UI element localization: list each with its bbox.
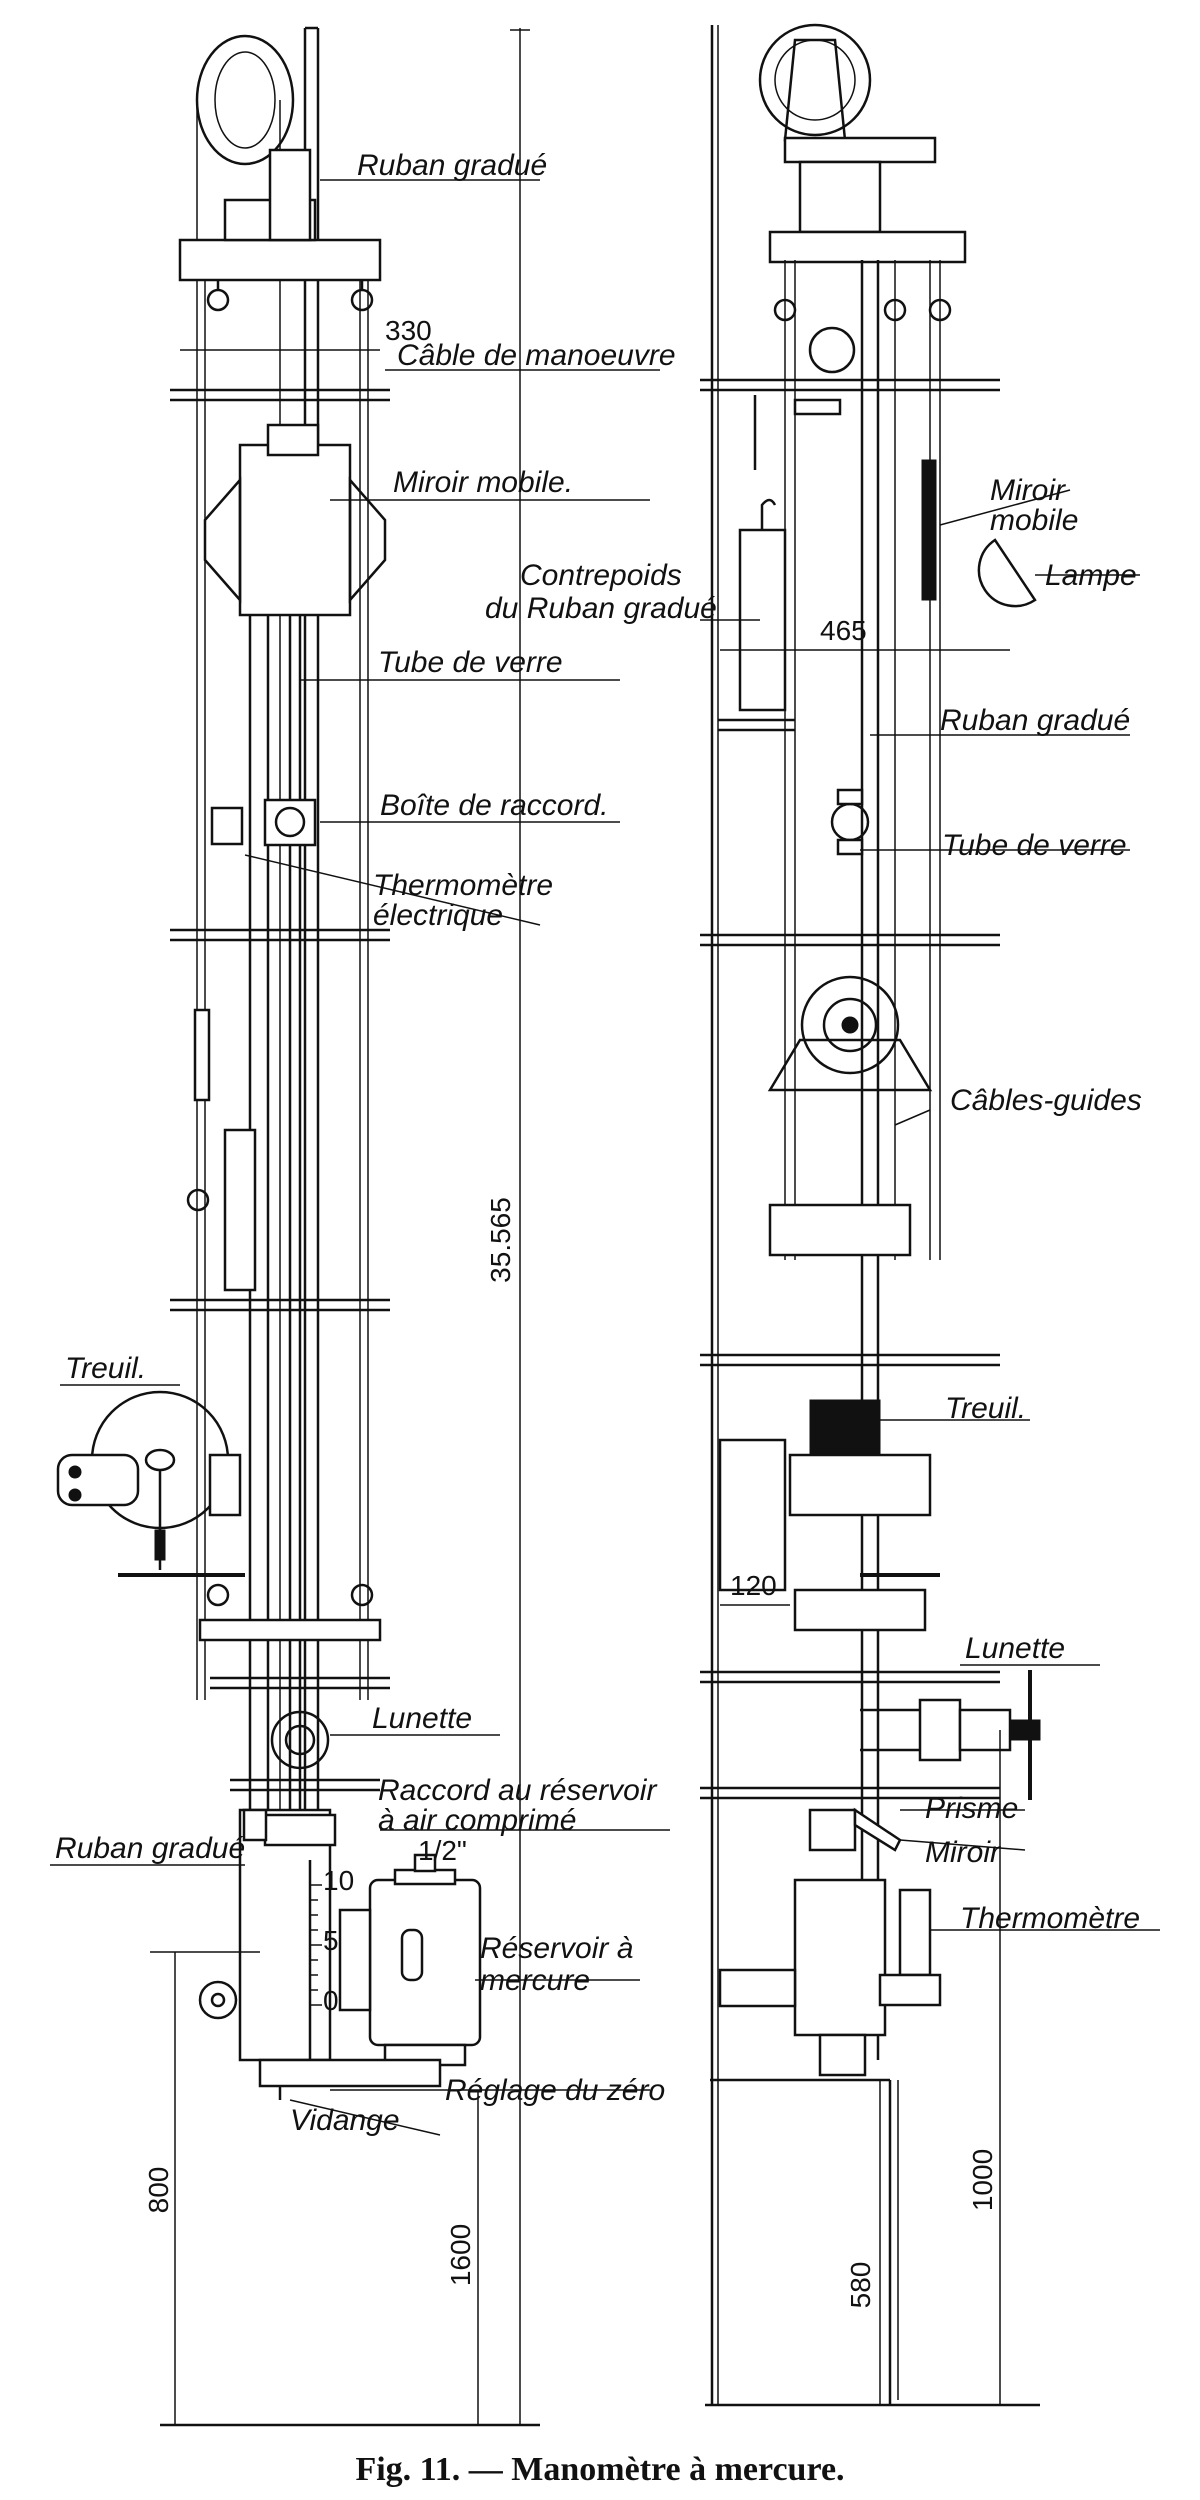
left-elevation-view: 10 5 0 35.565 330 800 1600 xyxy=(50,26,676,2427)
dim-half-inch: 1/2" xyxy=(418,1835,467,1866)
label-lunette-right: Lunette xyxy=(965,1632,1065,1665)
miroir-mobile-right xyxy=(921,459,937,601)
treuil-right xyxy=(809,1399,881,1456)
floor-step-right xyxy=(705,2078,1040,2407)
dim-1000: 1000 xyxy=(967,2149,998,2211)
tape-scale-ticks xyxy=(310,1884,322,2006)
label-reservoir-l1: Réservoir à xyxy=(480,1932,633,1965)
label-ruban-gradue-top: Ruban gradué xyxy=(357,149,547,182)
label-cable-manoeuvre: Câble de manoeuvre xyxy=(397,339,676,372)
label-ruban-gradue-right: Ruban gradué xyxy=(940,704,1130,737)
floor-lines-left xyxy=(170,388,390,1792)
dim-1600: 1600 xyxy=(445,2224,476,2286)
label-lampe: Lampe xyxy=(1045,559,1137,592)
label-ruban-gradue-bottom: Ruban gradué xyxy=(55,1832,245,1865)
scale-mark-5: 5 xyxy=(323,1925,339,1956)
label-miroir-r-l2: mobile xyxy=(990,504,1078,537)
scale-mark-10: 10 xyxy=(323,1865,354,1896)
label-lunette-left: Lunette xyxy=(372,1702,472,1735)
lampe xyxy=(977,538,1037,608)
lunette-left xyxy=(270,1710,330,1770)
miroir-mobile-carriage xyxy=(238,443,352,617)
dim-120: 120 xyxy=(730,1570,777,1601)
label-thermometre-right: Thermomètre xyxy=(960,1902,1140,1935)
pulley-block xyxy=(767,975,933,1257)
label-raccord-l2: à air comprimé xyxy=(378,1804,576,1837)
dim-35565: 35.565 xyxy=(485,1197,516,1283)
miroir xyxy=(853,1807,902,1852)
treuil-left xyxy=(56,1390,245,1577)
label-reglage-zero: Réglage du zéro xyxy=(445,2074,665,2107)
reservoir-mercure xyxy=(338,1853,482,2067)
label-contrepoids-l2: du Ruban gradué xyxy=(485,592,717,625)
label-contrepoids-l1: Contrepoids xyxy=(520,559,682,592)
figure-caption: Fig. 11. — Manomètre à mercure. xyxy=(355,2451,844,2488)
label-tube-verre: Tube de verre xyxy=(378,646,563,679)
label-cables-guides: Câbles-guides xyxy=(950,1084,1142,1117)
leader-lines-right xyxy=(700,489,1160,1931)
label-miroir-mobile: Miroir mobile. xyxy=(393,466,573,499)
dim-465: 465 xyxy=(820,615,867,646)
label-vidange: Vidange xyxy=(290,2104,400,2137)
label-treuil-left: Treuil. xyxy=(65,1352,146,1385)
base-plate xyxy=(258,2058,442,2088)
dim-580: 580 xyxy=(845,2262,876,2309)
label-miroir: Miroir xyxy=(925,1836,1001,1869)
label-treuil-right: Treuil. xyxy=(945,1392,1026,1425)
label-tube-verre-right: Tube de verre xyxy=(942,829,1127,862)
label-miroir-r-l1: Miroir xyxy=(990,474,1066,507)
dim-800: 800 xyxy=(143,2167,174,2214)
label-boite-raccord: Boîte de raccord. xyxy=(380,789,608,822)
label-reservoir-l2: mercure xyxy=(480,1964,590,1997)
leader-lines-left xyxy=(50,179,670,2136)
lunette-right xyxy=(860,1670,1041,1800)
right-elevation-view: 465 120 1000 580 Miroir mobile Lampe Con… xyxy=(485,23,1160,2407)
label-thermometre-l2: électrique xyxy=(373,899,503,932)
top-pulley xyxy=(195,34,295,166)
label-prisme: Prisme xyxy=(925,1792,1018,1825)
label-raccord-l1: Raccord au réservoir xyxy=(378,1774,657,1807)
prisme xyxy=(808,1808,857,1852)
scale-mark-0: 0 xyxy=(323,1985,339,2016)
label-thermometre-l1: Thermomètre xyxy=(373,869,553,902)
floor-lines-right xyxy=(700,378,1000,1800)
top-pulley-right xyxy=(758,23,872,137)
dim-330: 330 xyxy=(385,315,432,346)
